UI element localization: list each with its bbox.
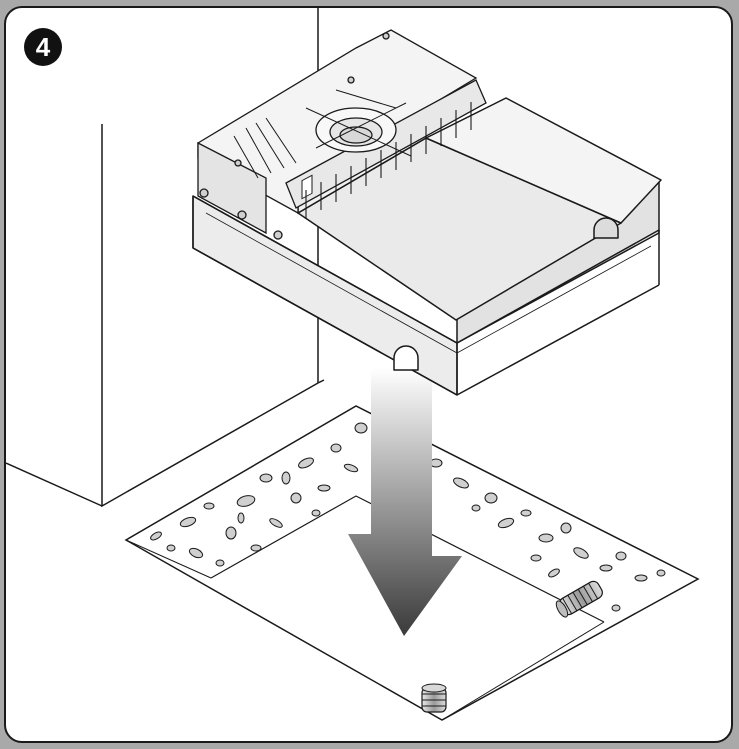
instruction-panel: 4 [4, 6, 733, 743]
anchor-bolt-front [421, 683, 447, 713]
concrete-stones [150, 422, 666, 612]
installation-illustration [6, 8, 700, 721]
step-number-badge: 4 [24, 28, 62, 66]
motor-mount-bracket [197, 29, 487, 240]
down-arrow-icon [348, 368, 462, 636]
anchor-bolt-right [555, 580, 603, 618]
